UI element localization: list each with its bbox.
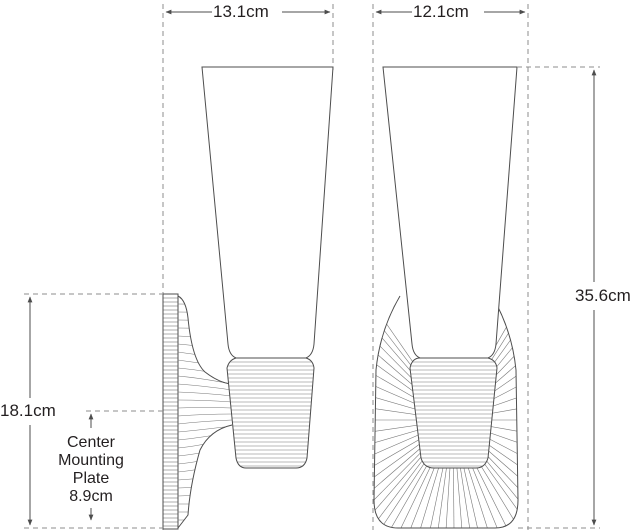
- front-width-label: 12.1cm: [413, 2, 469, 21]
- center-label-line1: Center: [66, 434, 116, 451]
- backplate-height-label: 18.1cm: [0, 401, 56, 420]
- backplate-dimension: [24, 293, 163, 529]
- center-label-value: 8.9cm: [69, 488, 113, 505]
- front-view: [372, 4, 529, 530]
- center-label-line2: Mounting: [58, 452, 124, 469]
- height-dimension: [517, 66, 600, 529]
- center-label-line3: Plate: [72, 470, 110, 487]
- overall-height-label: 35.6cm: [575, 286, 631, 305]
- side-width-label: 13.1cm: [213, 2, 269, 21]
- side-view: [162, 4, 334, 530]
- center-mounting-plate-label: Center Mounting Plate 8.9cm: [48, 434, 134, 506]
